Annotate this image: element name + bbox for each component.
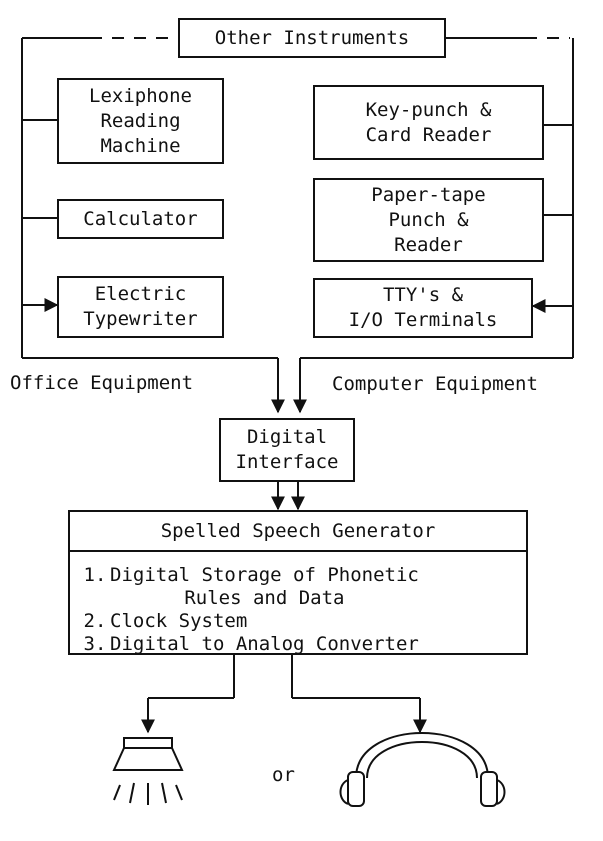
calculator-label: Calculator bbox=[83, 207, 198, 230]
lexiphone-line-3: Machine bbox=[100, 134, 181, 157]
item-2-line-1: Clock System bbox=[110, 610, 248, 632]
generator-item-2: 2.Clock System bbox=[80, 610, 419, 633]
keypunch-line-1: Key-punch & bbox=[365, 98, 492, 121]
typewriter-line-1: Electric bbox=[94, 283, 187, 305]
speech-generator-box: Spelled Speech Generator 1.Digital Stora… bbox=[68, 510, 528, 655]
paper-tape-line-2: Punch & bbox=[388, 208, 469, 231]
other-instruments-label: Other Instruments bbox=[214, 26, 410, 49]
item-1-number: 1. bbox=[83, 564, 107, 586]
lexiphone-line-1: Lexiphone bbox=[89, 84, 192, 107]
generator-item-3: 3.Digital to Analog Converter bbox=[80, 633, 419, 656]
calculator-box: Calculator bbox=[57, 199, 224, 239]
paper-tape-line-3: Reader bbox=[394, 233, 463, 256]
digital-interface-box: Digital Interface bbox=[219, 418, 355, 482]
interface-line-1: Digital bbox=[246, 426, 328, 448]
headphones-icon bbox=[339, 732, 506, 807]
paper-tape-box: Paper-tape Punch & Reader bbox=[313, 178, 544, 262]
other-instruments-box: Other Instruments bbox=[178, 18, 446, 58]
item-3-line-1: Digital to Analog Converter bbox=[110, 633, 419, 655]
generator-title: Spelled Speech Generator bbox=[70, 512, 526, 552]
computer-equipment-label: Computer Equipment bbox=[332, 373, 538, 395]
tty-box: TTY's & I/O Terminals bbox=[313, 278, 533, 338]
or-connector-label: or bbox=[272, 764, 295, 786]
tty-line-1: TTY's & bbox=[382, 284, 464, 306]
item-1-line-1: Digital Storage of Phonetic bbox=[110, 564, 419, 586]
keypunch-line-2: Card Reader bbox=[365, 123, 492, 146]
item-2-number: 2. bbox=[83, 610, 107, 632]
paper-tape-line-1: Paper-tape bbox=[371, 183, 486, 206]
generator-list: 1.Digital Storage of Phonetic Rules and … bbox=[80, 564, 419, 656]
item-1-line-2: Rules and Data bbox=[184, 587, 345, 609]
loudspeaker-icon bbox=[112, 737, 184, 805]
lexiphone-box: Lexiphone Reading Machine bbox=[57, 78, 224, 164]
generator-item-1: 1.Digital Storage of Phonetic Rules and … bbox=[80, 564, 419, 610]
item-3-number: 3. bbox=[83, 633, 107, 655]
interface-line-2: Interface bbox=[235, 451, 339, 473]
lexiphone-line-2: Reading bbox=[100, 109, 181, 132]
office-equipment-label: Office Equipment bbox=[10, 372, 194, 394]
electric-typewriter-box: Electric Typewriter bbox=[57, 276, 224, 338]
tty-line-2: I/O Terminals bbox=[348, 309, 498, 331]
typewriter-line-2: Typewriter bbox=[83, 308, 198, 330]
keypunch-box: Key-punch & Card Reader bbox=[313, 85, 544, 160]
